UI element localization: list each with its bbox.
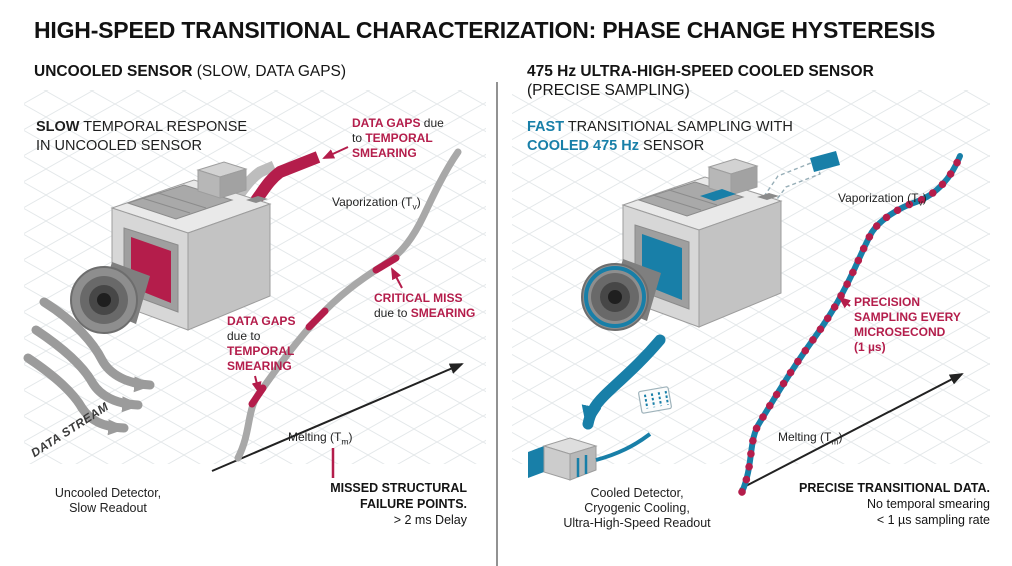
cooling-arrow: [581, 334, 666, 430]
vaporization-label-left: Vaporization (Tv): [332, 195, 421, 212]
precision-arrow: [838, 296, 851, 309]
readout-panel-icon: [638, 386, 672, 414]
data-gap-segment: [372, 254, 400, 274]
uncooled-caption: Uncooled Detector, Slow Readout: [54, 486, 162, 515]
right-panel-graphics: [528, 151, 964, 496]
melting-label-left: Melting (Tm): [288, 430, 353, 447]
critical-miss-note: CRITICAL MISS due to SMEARING: [374, 291, 476, 320]
left-subtitle: SLOW TEMPORAL RESPONSE IN UNCOOLED SENSO…: [36, 119, 248, 154]
missed-failure-note: MISSED STRUCTURAL FAILURE POINTS. > 2 ms…: [330, 481, 467, 527]
right-panel-header: 475 Hz ULTRA-HIGH-SPEED COOLED SENSOR (P…: [527, 63, 874, 99]
temperature-axis-left: [211, 363, 464, 472]
cooled-lens-ring: [584, 266, 646, 328]
cooled-caption: Cooled Detector, Cryogenic Cooling, Ultr…: [563, 486, 711, 530]
page-title: HIGH-SPEED TRANSITIONAL CHARACTERIZATION…: [34, 17, 936, 43]
right-subtitle: FAST TRANSITIONAL SAMPLING WITH COOLED 4…: [527, 119, 793, 154]
readout-cable: [595, 432, 652, 462]
sampled-ribbon-piece: [810, 151, 840, 172]
temperature-axis-right: [739, 373, 964, 490]
left-panel-graphics: [23, 146, 464, 478]
cooled-detector-icon: [528, 432, 652, 481]
precise-data-note: PRECISE TRANSITIONAL DATA. No temporal s…: [799, 481, 990, 527]
left-annotation-arrows: [251, 146, 403, 478]
data-gaps-top-note: DATA GAPS due to TEMPORAL SMEARING: [352, 116, 444, 160]
data-stream-arrows: [23, 297, 155, 436]
data-gaps-mid-note: DATA GAPS due to TEMPORAL SMEARING: [227, 314, 296, 373]
vaporization-label-right: Vaporization (Tv): [838, 191, 927, 208]
hysteresis-curve-teal: [738, 152, 964, 496]
camera-teal-chip: [700, 189, 736, 201]
precision-sampling-note: PRECISION SAMPLING EVERY MICROSECOND (1 …: [854, 295, 961, 354]
data-gap-segment: [305, 307, 329, 331]
left-panel-header: UNCOOLED SENSOR (SLOW, DATA GAPS): [34, 63, 347, 80]
melting-label-right: Melting (Tm): [778, 430, 843, 447]
